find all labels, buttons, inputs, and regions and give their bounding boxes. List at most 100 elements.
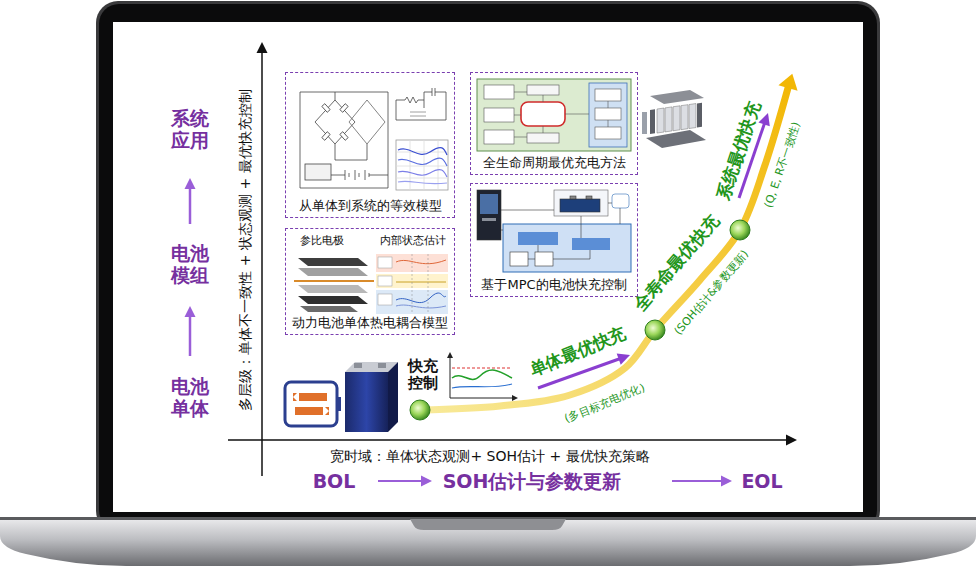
equivalent-circuit: [398, 170, 447, 177]
mpc-control-diagram: [482, 218, 496, 221]
growth-curve: [410, 74, 798, 420]
laptop-base: [0, 518, 976, 566]
equivalent-circuit: [396, 88, 446, 120]
equivalent-circuit: [398, 148, 447, 155]
charging-flowchart: [527, 133, 559, 143]
mpc-control-diagram: [477, 190, 631, 272]
state-estimation-chart: [396, 293, 446, 303]
battery-display-icon: [293, 391, 299, 403]
laptop-lid: [99, 4, 877, 530]
stage-label: 系统最优快充: [713, 100, 764, 203]
laptop-lid: [113, 22, 863, 512]
equivalent-circuit: [322, 132, 330, 141]
charging-flowchart: [589, 83, 627, 147]
arrow-head: [421, 476, 432, 487]
battery-pack: [646, 130, 706, 148]
charging-flowchart: [527, 85, 559, 95]
timeline-label: BOL: [313, 471, 356, 493]
equivalent-circuit: [349, 100, 385, 144]
arrow-shaft: [261, 52, 263, 476]
timeline-label: SOH估计与参数更新: [443, 471, 622, 493]
state-estimation-chart: [378, 257, 392, 268]
state-estimation-chart: [376, 274, 448, 288]
axis-label: 宽时域：单体状态观测+ SOH估计 + 最优快充策略: [330, 448, 649, 464]
equivalent-circuit: [331, 170, 388, 180]
charging-flowchart: [595, 89, 621, 101]
mpc-control-diagram: [570, 196, 576, 199]
stage-dot: [410, 400, 430, 420]
mpc-control-diagram: [612, 194, 629, 208]
equivalent-circuit: [396, 140, 448, 190]
charging-curve-chart: [447, 352, 518, 401]
charging-flowchart: [477, 79, 631, 151]
mpc-control-diagram: [501, 203, 620, 259]
arrow-shaft: [228, 439, 787, 441]
electrode-sheets: [300, 306, 358, 312]
equivalent-circuit: [340, 104, 348, 113]
mpc-control-diagram: [510, 252, 528, 266]
axis-arrows: [185, 42, 798, 487]
battery-pack: [650, 90, 704, 104]
stage-dot: [645, 320, 665, 340]
laptop-base: [0, 517, 976, 566]
mpc-control-diagram: [554, 190, 608, 216]
prismatic-cell: [354, 363, 362, 368]
panel-caption: 全生命周期最优充电方法: [483, 155, 626, 171]
electrode-sheets: [298, 268, 368, 276]
equivalent-circuit: [410, 112, 426, 116]
battery-display-icon: [285, 382, 337, 426]
battery-pack: [642, 112, 647, 134]
state-estimation-chart: [378, 276, 392, 286]
mpc-control-diagram: [518, 232, 558, 245]
level-label: 电池模组: [169, 243, 211, 287]
electrode-sheets: [298, 285, 368, 293]
figure-panel: 基于MPC的电池快充控制: [470, 183, 638, 297]
charging-curve-chart: [452, 384, 512, 388]
charging-curve-chart: [447, 352, 453, 358]
charging-flowchart: [477, 79, 631, 151]
charging-curve-chart: [452, 368, 512, 369]
electrode-sheets: [298, 258, 368, 266]
battery-display-icon: [323, 405, 329, 417]
laptop-base: [410, 519, 566, 530]
state-estimation-chart: [396, 305, 446, 308]
stage-note: (多目标充电优化): [563, 382, 647, 426]
curve-line: [420, 88, 788, 410]
prismatic-cell: [378, 363, 386, 368]
mpc-control-diagram: [560, 199, 600, 212]
axis-label: 多层级：单体不一致性 + 状态观测 + 最优快充控制: [237, 89, 253, 410]
charging-curve-chart: [452, 370, 512, 379]
battery-pack: [642, 90, 706, 148]
battery-pack: [650, 103, 702, 134]
state-estimation-chart: [396, 260, 446, 264]
mpc-control-diagram: [477, 190, 501, 240]
battery-pack: [697, 103, 702, 128]
charging-flowchart: [521, 102, 565, 126]
electrode-sheets: [298, 296, 368, 304]
mpc-control-diagram: [586, 196, 592, 199]
equivalent-circuit: [398, 181, 447, 184]
arrow-head: [185, 306, 196, 317]
figure-panel: 参比电极内部状态估计动力电池单体热电耦合模型: [285, 228, 455, 335]
control-label: 快充控制: [407, 358, 440, 393]
level-label: 系统应用: [169, 108, 211, 152]
equivalent-circuit: [398, 158, 447, 166]
charging-flowchart: [514, 92, 608, 137]
prismatic-cell: [345, 372, 388, 432]
timeline-label: EOL: [741, 471, 782, 493]
mpc-control-diagram: [503, 224, 631, 272]
equivalent-circuit: [300, 92, 388, 188]
level-label: 电池单体: [169, 376, 211, 420]
mpc-control-diagram: [572, 238, 610, 250]
stage-dot: [730, 220, 750, 240]
charging-flowchart: [595, 127, 621, 139]
panel-caption: 动力电池单体热电耦合模型: [292, 315, 448, 331]
charging-flowchart: [484, 130, 514, 144]
stage-label: 单体最优快充: [527, 324, 629, 380]
battery-pack: [689, 104, 696, 129]
equivalent-circuit: [305, 164, 331, 180]
state-estimation-chart: [396, 282, 446, 283]
panel-caption: 基于MPC的电池快充控制: [481, 277, 626, 293]
battery-pack: [673, 106, 680, 131]
